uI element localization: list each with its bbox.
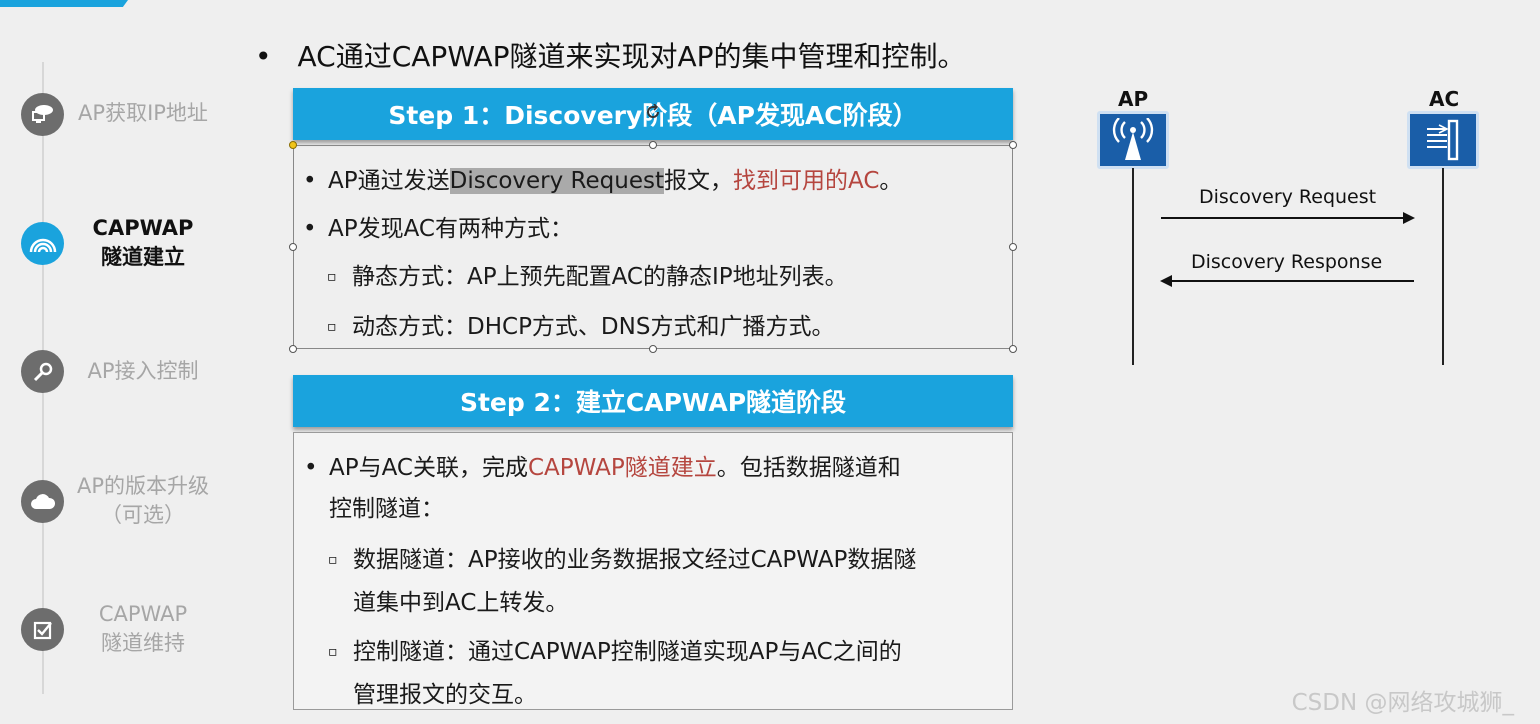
step2-title: Step 2：建立CAPWAP隧道阶段 — [459, 388, 847, 417]
step1-line2: •AP发现AC有两种方式： — [303, 216, 573, 242]
nav-item-ap-get-ip[interactable]: AP获取IP地址 — [0, 80, 240, 150]
discovery-request-label: Discovery Request — [1199, 186, 1377, 208]
nav-item-capwap-maintain[interactable]: CAPWAP 隧道维持 — [0, 600, 240, 670]
step1-line1: •AP通过发送Discovery Request报文，找到可用的AC。 — [303, 168, 903, 194]
nav-label: AP接入控制 — [87, 359, 199, 383]
nav-label-line1: CAPWAP — [92, 216, 194, 240]
nav-item-ap-upgrade[interactable]: AP的版本升级 （可选） — [0, 470, 240, 540]
arrow-left-head-icon — [1160, 275, 1172, 287]
ap-lifeline — [1132, 168, 1134, 365]
cloud-upgrade-icon — [21, 480, 64, 523]
access-controller-icon — [1407, 111, 1479, 169]
corner-accent-tab — [0, 0, 128, 7]
slide-headline: • AC通过CAPWAP隧道来实现对AP的集中管理和控制。 — [255, 35, 966, 75]
headline-text: AC通过CAPWAP隧道来实现对AP的集中管理和控制。 — [297, 40, 966, 73]
nav-label-line1: AP的版本升级 — [76, 474, 210, 498]
step2-header: Step 2：建立CAPWAP隧道阶段 — [293, 375, 1013, 427]
nav-label-line2: 隧道维持 — [101, 631, 185, 655]
step1-title: Step 1：Discovery阶段（AP发现AC阶段） — [388, 101, 918, 130]
nav-label-line2: （可选） — [101, 503, 185, 527]
step1-line3: ▫静态方式：AP上预先配置AC的静态IP地址列表。 — [327, 264, 848, 290]
step2-line1: •AP与AC关联，完成CAPWAP隧道建立。包括数据隧道和 — [304, 455, 901, 481]
access-point-icon — [1097, 111, 1169, 169]
checkbox-icon — [21, 608, 64, 651]
resize-handle[interactable] — [1009, 141, 1017, 149]
resize-handle[interactable] — [649, 141, 657, 149]
step2-line2: 控制隧道： — [329, 496, 444, 522]
arrow-right-head-icon — [1403, 212, 1415, 224]
resize-handle[interactable] — [289, 345, 297, 353]
step1-content-box[interactable]: •AP通过发送Discovery Request报文，找到可用的AC。 •AP发… — [293, 145, 1013, 349]
resize-handle[interactable] — [289, 243, 297, 251]
resize-handle[interactable] — [1009, 345, 1017, 353]
ac-label: AC — [1429, 87, 1460, 111]
text-selection-highlight: Discovery Request — [449, 168, 664, 194]
watermark: CSDN @网络攻城狮_ — [1291, 690, 1514, 716]
resize-handle[interactable] — [289, 141, 297, 149]
step1-header: Step 1：Discovery阶段（AP发现AC阶段） — [293, 88, 1013, 140]
ap-label: AP — [1118, 87, 1149, 111]
nav-label-line1: CAPWAP — [98, 602, 188, 626]
step2-line5: ▫控制隧道：通过CAPWAP控制隧道实现AP与AC之间的 — [328, 639, 902, 665]
nav-label: AP获取IP地址 — [78, 101, 208, 125]
bullet: • — [255, 40, 272, 73]
resize-handle[interactable] — [649, 345, 657, 353]
key-icon — [21, 350, 64, 393]
nav-label-line2: 隧道建立 — [101, 245, 185, 269]
discovery-response-label: Discovery Response — [1191, 251, 1383, 273]
ac-lifeline — [1442, 168, 1444, 365]
rotate-handle-icon[interactable] — [645, 103, 661, 120]
resize-handle[interactable] — [1009, 243, 1017, 251]
rainbow-tunnel-icon — [21, 222, 64, 265]
nav-item-capwap-setup[interactable]: CAPWAP 隧道建立 — [0, 214, 240, 284]
step2-content-box: •AP与AC关联，完成CAPWAP隧道建立。包括数据隧道和 控制隧道： ▫数据隧… — [293, 432, 1013, 710]
nav-item-ap-access-control[interactable]: AP接入控制 — [0, 340, 240, 410]
step2-line6: 管理报文的交互。 — [353, 682, 537, 708]
step2-line3: ▫数据隧道：AP接收的业务数据报文经过CAPWAP数据隧 — [328, 547, 917, 573]
network-computer-icon — [21, 93, 64, 136]
discovery-request-arrow — [1161, 217, 1407, 219]
step2-line4: 道集中到AC上转发。 — [353, 590, 569, 616]
discovery-response-arrow — [1169, 280, 1414, 282]
step1-line4: ▫动态方式：DHCP方式、DNS方式和广播方式。 — [327, 314, 835, 340]
